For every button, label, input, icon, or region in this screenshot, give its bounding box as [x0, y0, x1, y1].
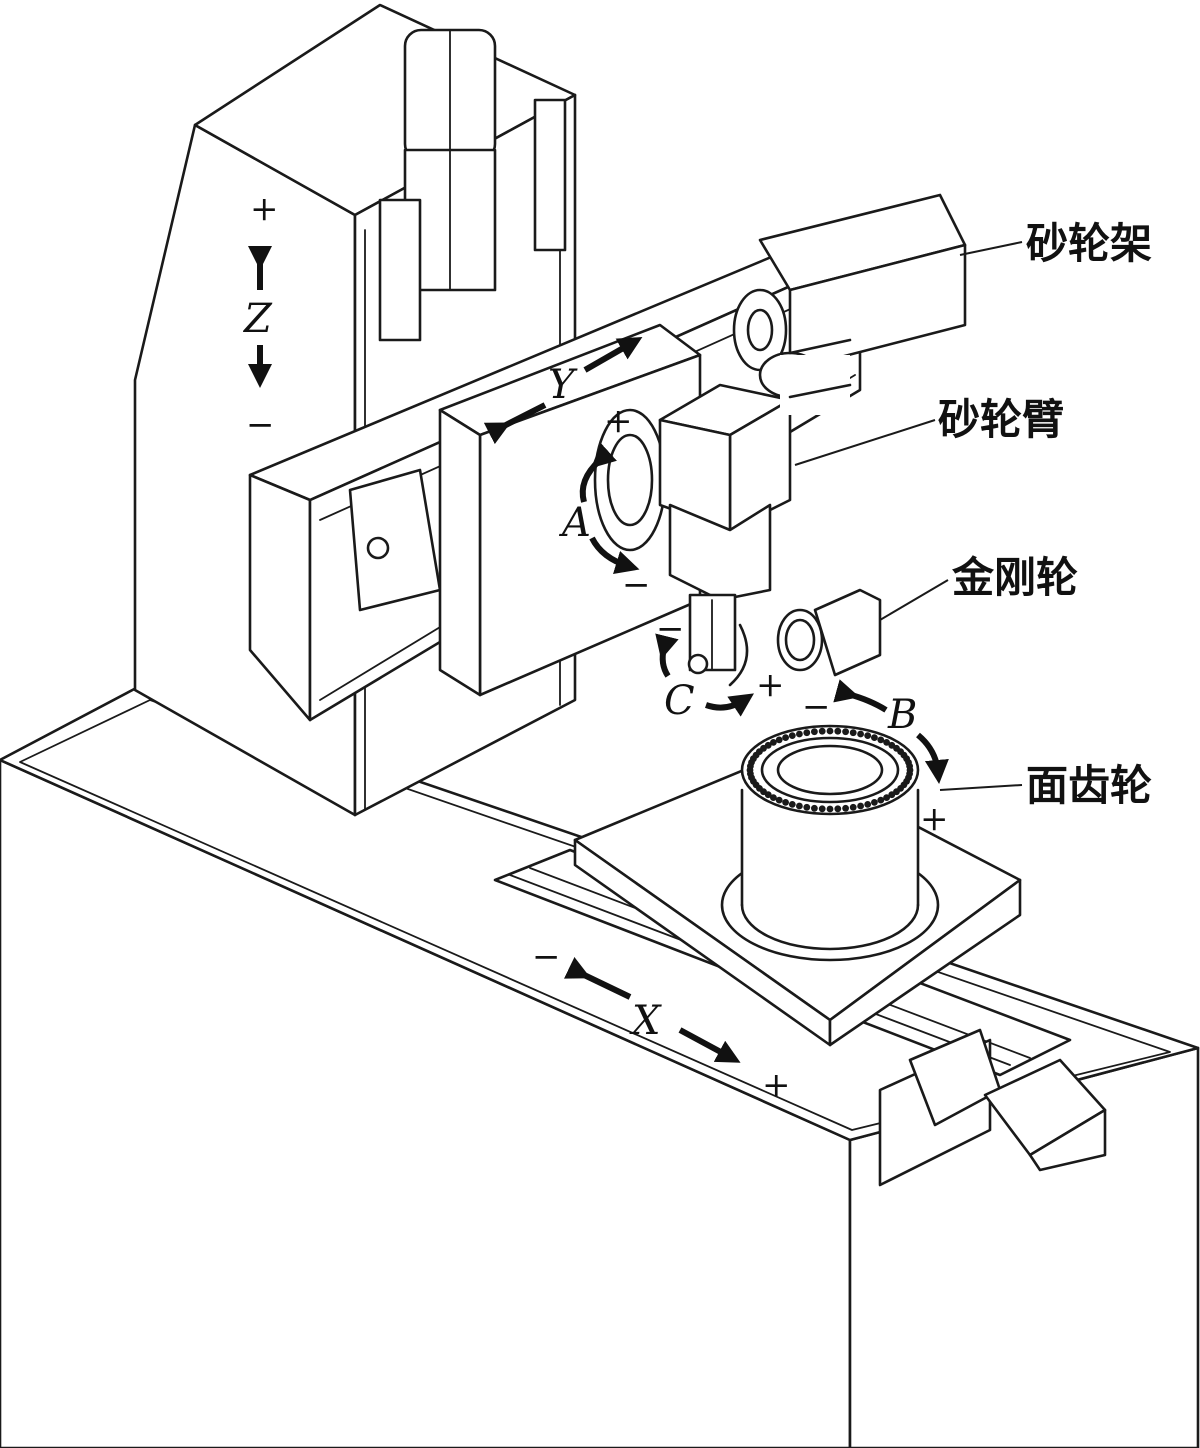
x-plus-sign: +	[762, 1065, 791, 1105]
gear-tooth	[803, 729, 811, 737]
y-axis-label: Y	[548, 362, 578, 408]
gear-tooth	[849, 803, 857, 811]
a-axis-label: A	[558, 500, 591, 546]
label-grinding-wheel-arm: 砂轮臂	[938, 395, 1064, 444]
b-axis-arrow	[833, 679, 949, 784]
gear-tooth	[782, 734, 789, 741]
face-gear	[720, 724, 940, 962]
gear-tooth	[864, 732, 872, 739]
gear-tooth	[818, 727, 826, 735]
gear-tooth	[842, 804, 849, 812]
c-plus-sign: +	[756, 665, 785, 705]
a-axis-arrow	[579, 443, 640, 574]
gear-tooth	[877, 796, 885, 804]
gear-tooth	[788, 732, 796, 739]
gear-tooth	[770, 739, 777, 746]
gear-tooth	[857, 730, 864, 738]
leader-lines	[794, 241, 1023, 791]
label-diamond-wheel: 金刚轮	[951, 553, 1078, 602]
z-axis-label: Z	[242, 296, 273, 342]
c-axis-arrow	[655, 633, 754, 717]
gear-tooth	[864, 801, 872, 808]
label-grinding-wheel-frame: 砂轮架	[1026, 219, 1152, 268]
b-minus-sign: −	[802, 687, 831, 727]
grinding-wheel-arm	[658, 338, 852, 687]
b-axis-label: B	[887, 692, 917, 738]
gear-tooth	[883, 794, 890, 801]
c-axis-label: C	[664, 678, 695, 724]
gear-tooth	[775, 796, 783, 804]
gear-tooth	[826, 805, 834, 813]
x-axis-motor	[908, 1028, 1107, 1172]
gear-tooth	[849, 729, 857, 737]
gear-tooth	[811, 804, 818, 812]
y-axis-arrow	[483, 337, 643, 445]
gear-tooth	[796, 730, 803, 738]
gear-tooth	[834, 727, 842, 735]
gear-tooth	[871, 734, 878, 741]
gear-tooth	[857, 802, 864, 810]
gear-tooth	[818, 805, 826, 813]
gear-tooth	[770, 794, 777, 801]
diamond-wheel	[776, 588, 882, 677]
a-plus-sign: +	[604, 401, 633, 441]
gear-tooth	[803, 803, 811, 811]
gear-tooth	[811, 728, 818, 736]
x-minus-sign: −	[532, 937, 561, 977]
gear-tooth	[775, 736, 783, 744]
z-plus-sign: +	[250, 189, 279, 229]
gear-tooth	[834, 805, 842, 813]
x-axis-arrow	[563, 956, 741, 1063]
x-axis-label: X	[629, 998, 662, 1044]
c-minus-sign: −	[656, 609, 685, 649]
gear-tooth	[888, 791, 896, 799]
gear-tooth	[796, 802, 803, 810]
gear-tooth	[871, 799, 878, 806]
label-face-gear: 面齿轮	[1026, 761, 1152, 810]
gear-tooth	[883, 739, 890, 746]
gear-tooth	[782, 799, 789, 806]
gear-tooth	[764, 741, 772, 749]
a-minus-sign: −	[622, 565, 651, 605]
gear-tooth	[826, 727, 834, 735]
z-axis-motor	[378, 28, 567, 342]
z-minus-sign: −	[246, 405, 275, 445]
gear-tooth	[842, 728, 849, 736]
gear-tooth	[877, 736, 885, 744]
gear-tooth	[788, 801, 796, 808]
gear-tooth	[906, 762, 913, 770]
b-plus-sign: +	[920, 799, 949, 839]
y-spindle-housing	[732, 193, 967, 372]
